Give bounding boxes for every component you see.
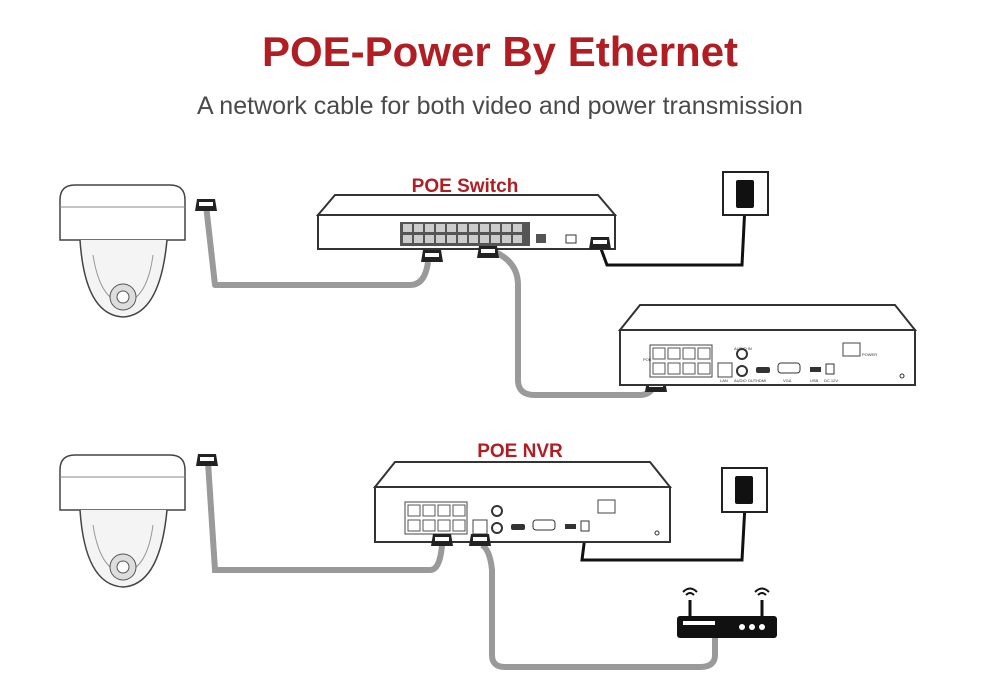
rj45-connector-icon <box>195 199 217 211</box>
power-cable-switch <box>598 204 747 267</box>
power-outlet-icon <box>721 467 768 513</box>
port-label: AUDIO IN <box>734 346 752 351</box>
nvr-panel-labels: POE LAN AUDIO IN AUDIO OUT HDMI VGA USB … <box>643 346 877 383</box>
power-cable-nvr <box>580 504 747 562</box>
poe-switch-icon <box>315 194 618 250</box>
rj45-connector-icon <box>196 454 218 466</box>
ethernet-cable-camera-to-switch <box>203 204 431 288</box>
page-title: POE-Power By Ethernet <box>261 28 739 75</box>
port-label: POE <box>643 357 652 362</box>
nvr-icon <box>374 461 671 543</box>
poe-switch-label: POE Switch <box>412 176 519 197</box>
rj45-connector-icon <box>421 250 443 262</box>
page-subtitle: A network cable for both video and power… <box>197 92 803 120</box>
poe-nvr-label: POE NVR <box>477 441 563 462</box>
rj45-connector-icon <box>477 246 499 258</box>
dome-camera-icon <box>59 454 186 588</box>
dome-camera-icon <box>59 184 186 318</box>
rj45-connector-icon <box>431 534 453 546</box>
ethernet-cable-camera-to-nvr <box>205 461 445 573</box>
port-label: POWER <box>862 352 877 357</box>
port-label: AUDIO OUT <box>734 378 757 383</box>
rj45-connector-icon <box>469 534 491 546</box>
port-label: USB <box>810 378 819 383</box>
power-outlet-icon <box>722 171 769 216</box>
port-label: HDMI <box>756 378 766 383</box>
router-icon <box>677 587 777 638</box>
nvr-icon <box>619 304 916 386</box>
rj45-connector-icon <box>589 237 611 249</box>
port-label: DC 12V <box>824 378 838 383</box>
ethernet-cable-nvr-to-router <box>480 542 718 670</box>
port-label: VGA <box>783 378 792 383</box>
port-label: LAN <box>720 378 728 383</box>
ethernet-cable-switch-to-nvr <box>488 247 658 398</box>
